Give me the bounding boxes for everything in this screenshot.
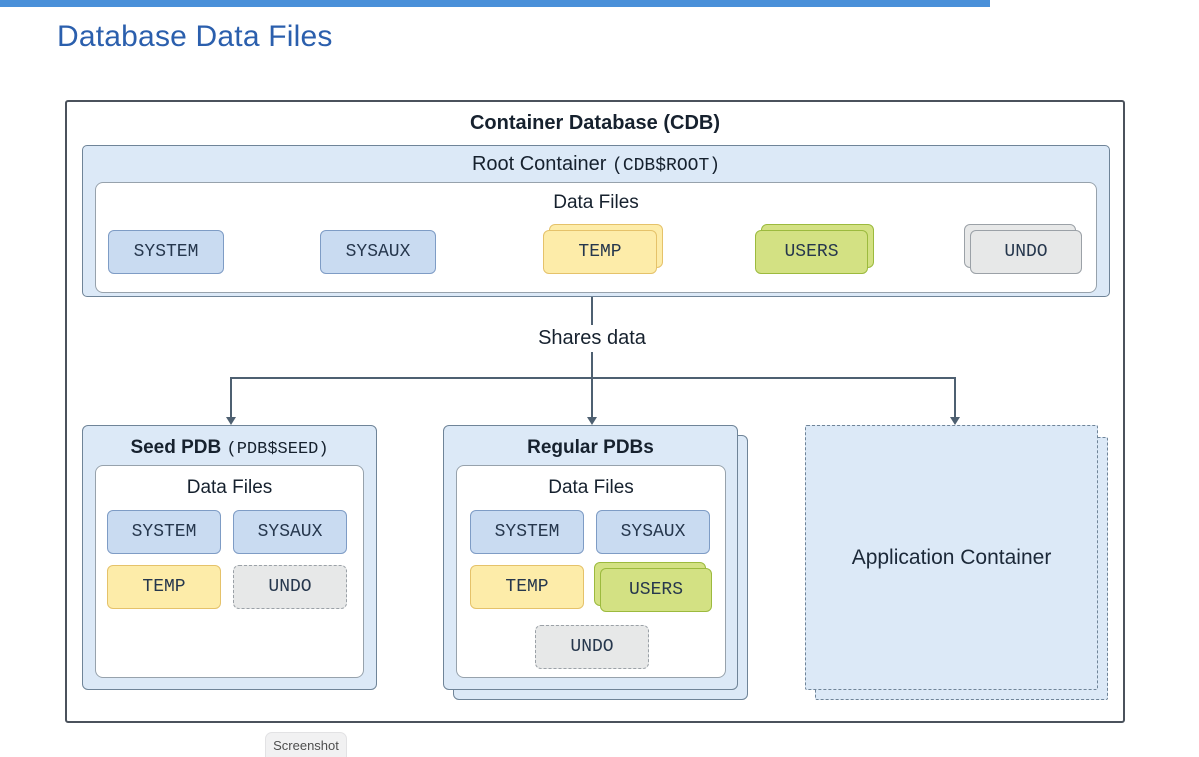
root-datafiles-title: Data Files [553, 192, 639, 213]
connector-drop-right [954, 377, 956, 418]
regular-pdbs-title: Regular PDBs [527, 437, 654, 458]
seed-datafiles-title: Data Files [186, 477, 273, 498]
root-container-title: Root Container (CDB$ROOT) [82, 153, 1110, 176]
root-file-users: USERS [755, 230, 868, 274]
application-container-title: Application Container [851, 545, 1052, 569]
seed-pdb-title: Seed PDB (PDB$SEED) [82, 437, 377, 459]
root-file-sysaux: SYSAUX [320, 230, 436, 274]
regular-datafiles-title: Data Files [548, 477, 634, 498]
root-container-code: (CDB$ROOT) [612, 156, 721, 176]
regular-file-undo: UNDO [535, 625, 649, 669]
arrowhead-right-icon [950, 417, 960, 425]
regular-file-system: SYSTEM [470, 510, 584, 554]
connector-horizontal [231, 377, 955, 379]
arrowhead-mid-icon [587, 417, 597, 425]
seed-file-temp: TEMP [107, 565, 221, 609]
root-container-name: Root Container [471, 153, 607, 175]
shares-data-label: Shares data [512, 325, 672, 352]
regular-file-sysaux: SYSAUX [596, 510, 710, 554]
connector-drop-left [230, 377, 232, 418]
arrowhead-left-icon [226, 417, 236, 425]
page-title: Database Data Files [57, 20, 333, 53]
regular-file-users: USERS [600, 568, 712, 612]
browser-loading-bar [0, 0, 990, 7]
seed-pdb-name: Seed PDB [130, 437, 222, 458]
cdb-title: Container Database (CDB) [469, 112, 721, 134]
seed-pdb-code: (PDB$SEED) [226, 440, 329, 459]
seed-file-sysaux: SYSAUX [233, 510, 347, 554]
screenshot-button[interactable]: Screenshot [265, 732, 347, 757]
seed-file-undo: UNDO [233, 565, 347, 609]
connector-drop-mid [591, 377, 593, 418]
root-file-undo: UNDO [970, 230, 1082, 274]
application-container-panel: Application Container [805, 425, 1098, 690]
root-file-temp: TEMP [543, 230, 657, 274]
seed-file-system: SYSTEM [107, 510, 221, 554]
regular-file-temp: TEMP [470, 565, 584, 609]
root-file-system: SYSTEM [108, 230, 224, 274]
